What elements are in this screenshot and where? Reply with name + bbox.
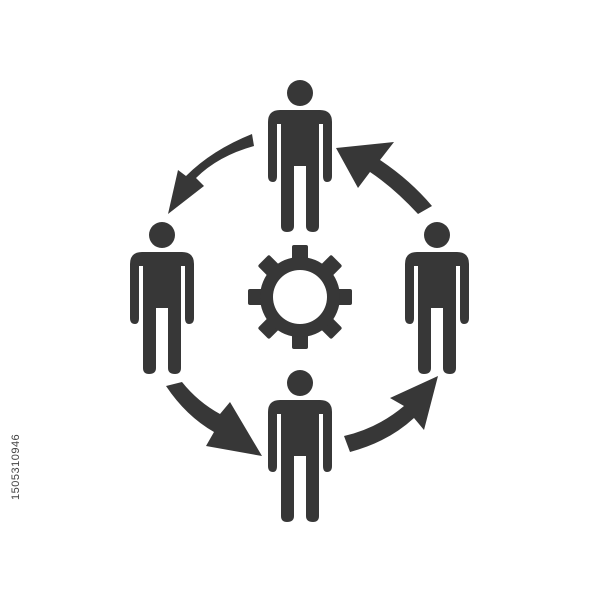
arrow-bottom-left-icon (166, 382, 262, 456)
person-right-icon (405, 222, 469, 374)
arrow-top-right-icon (336, 142, 432, 214)
person-bottom-icon (268, 370, 332, 522)
stock-id-text: 1505310946 (10, 433, 22, 500)
person-left-icon (130, 222, 194, 374)
person-top-icon (268, 80, 332, 232)
gear-icon (248, 245, 352, 349)
arrow-top-left-icon (168, 134, 254, 214)
arrow-bottom-right-icon (344, 376, 438, 452)
